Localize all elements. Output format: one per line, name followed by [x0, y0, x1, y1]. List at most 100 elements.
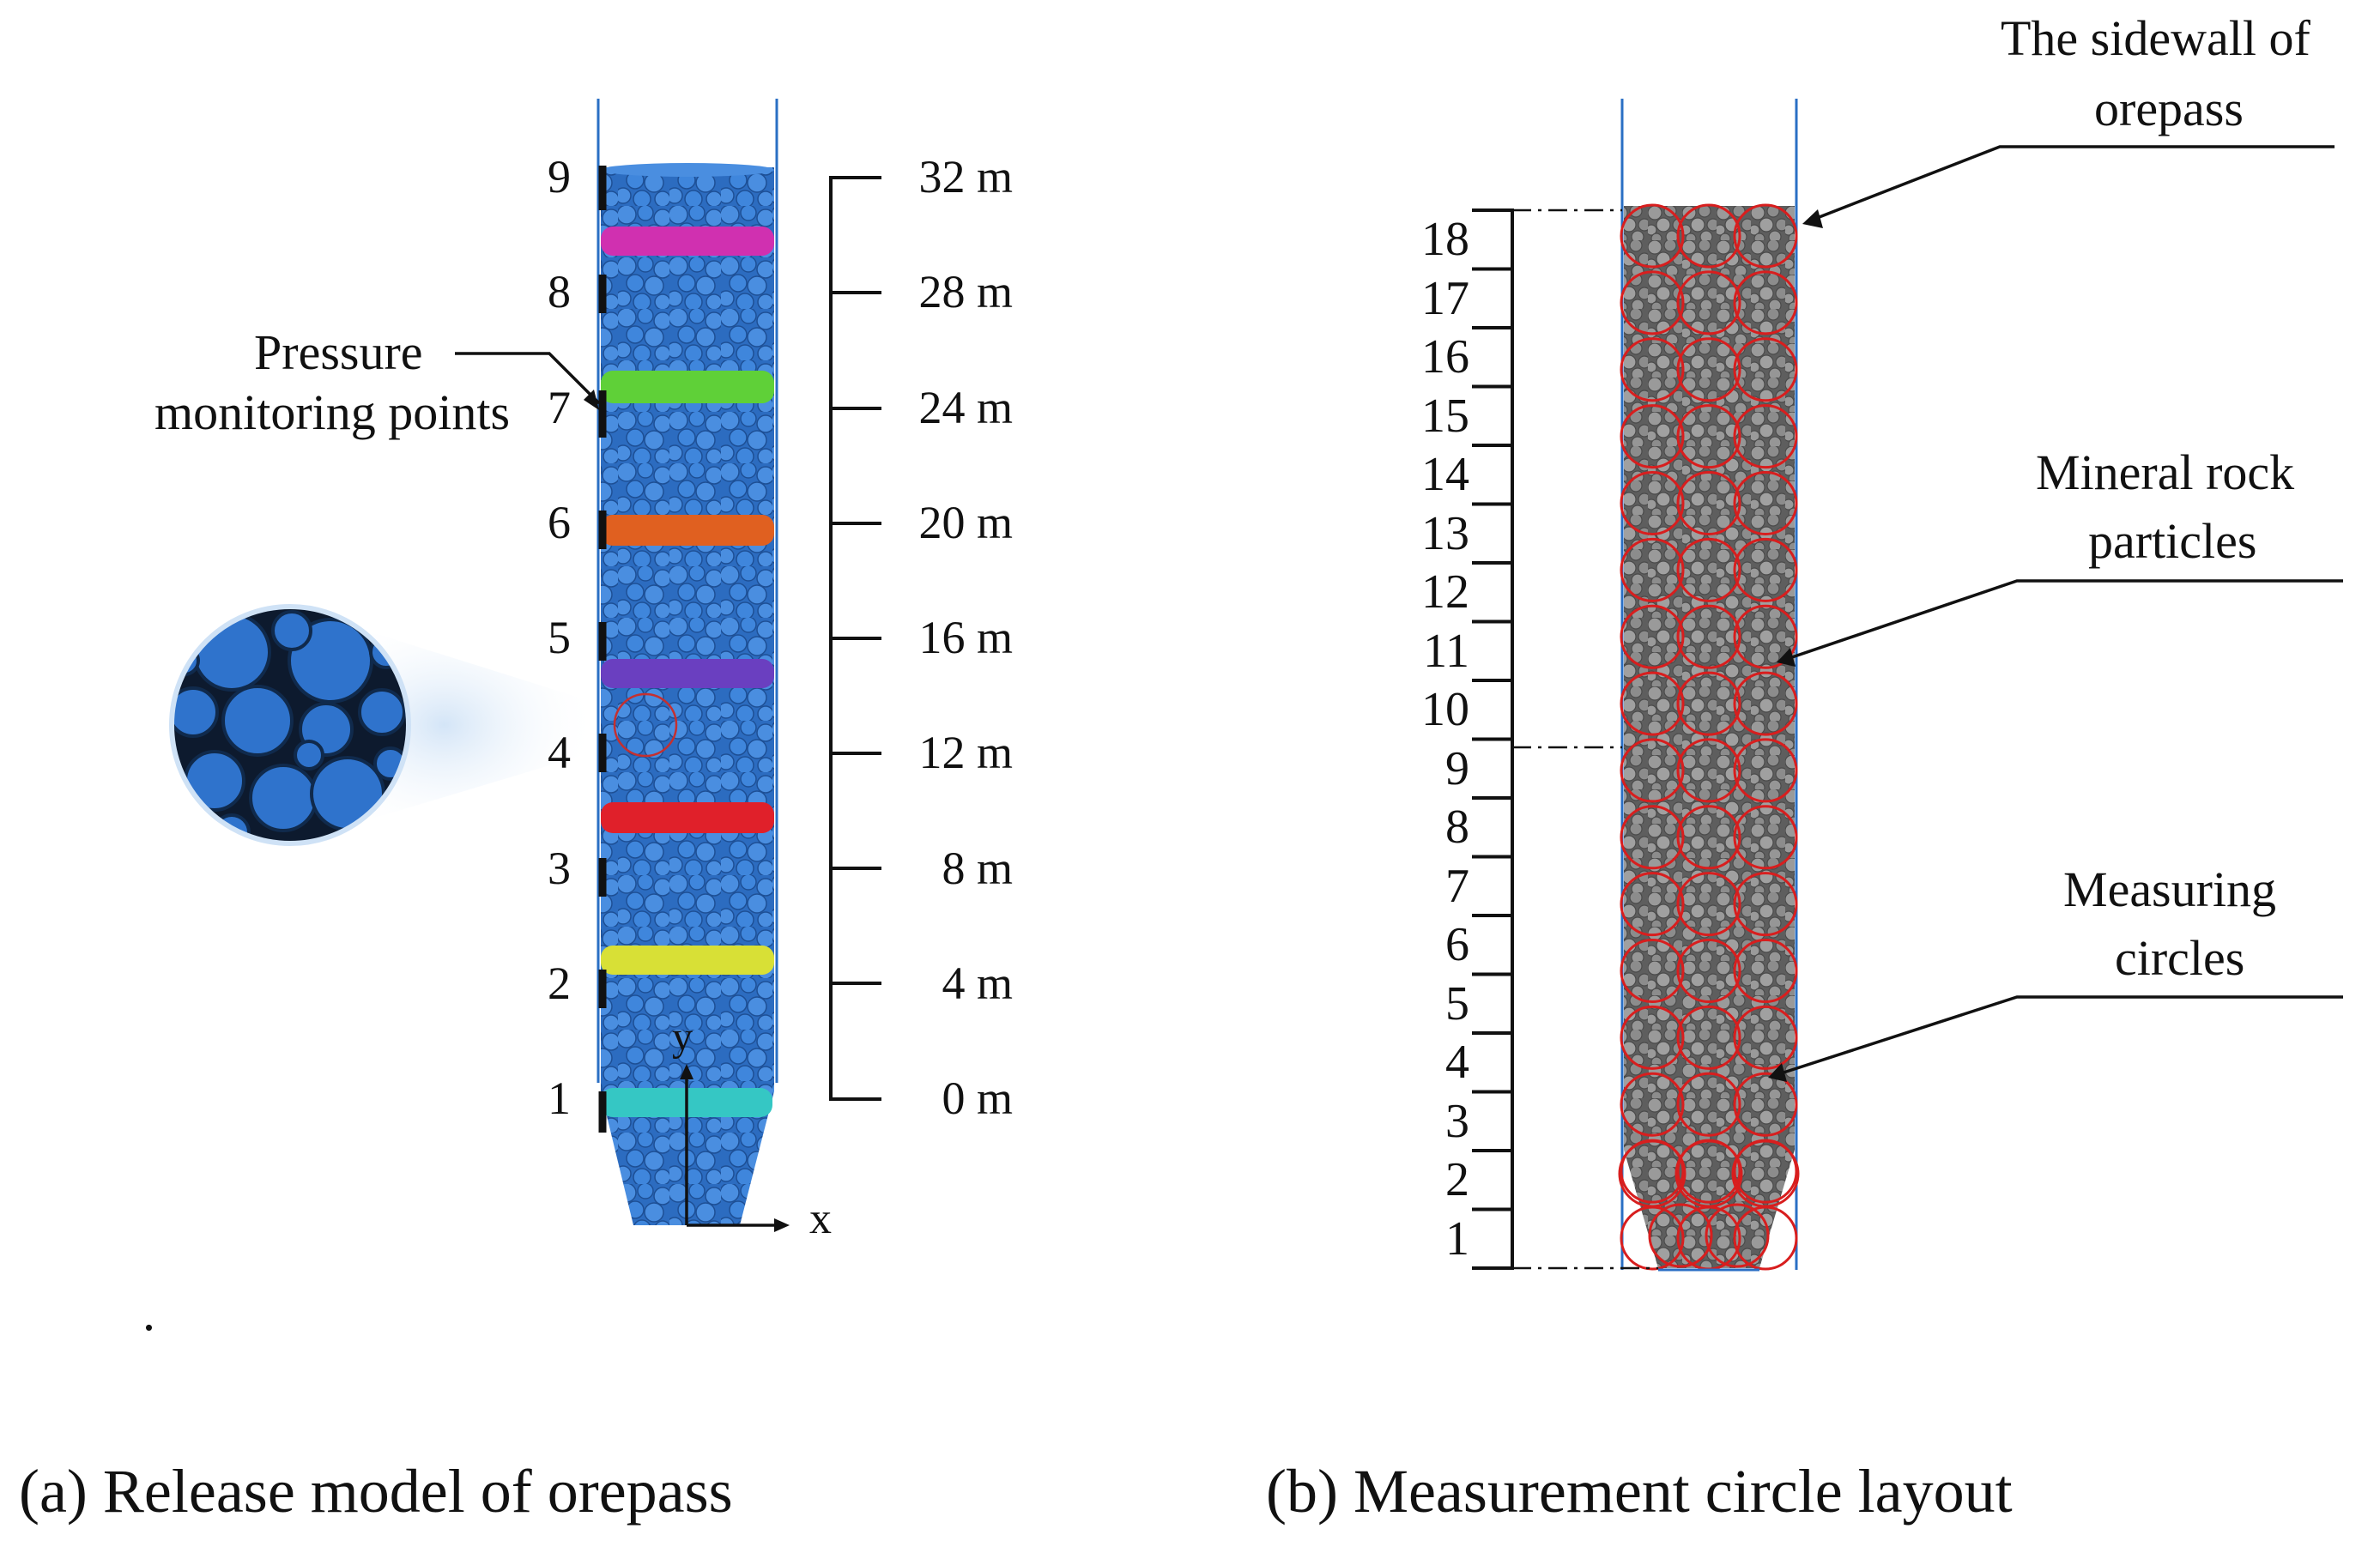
circle-index-bracket: [1472, 208, 1514, 1270]
measuring-circle: [1676, 470, 1741, 535]
marker-band-purple: [601, 659, 774, 688]
monitoring-point-number-5: 5: [548, 612, 571, 663]
measuring-circle: [1733, 805, 1798, 870]
scale-label: 8 m: [942, 842, 1013, 894]
measuring-circle: [1676, 537, 1741, 602]
measuring-circle: [1676, 337, 1741, 402]
y-axis-label: y: [672, 1014, 693, 1060]
circle-index-1: 1: [1445, 1212, 1469, 1266]
monitoring-point-number-7: 7: [548, 381, 571, 433]
measuring-circle: [1676, 203, 1741, 269]
measuring-circle: [1620, 738, 1685, 803]
monitoring-point-number-9: 9: [548, 151, 571, 202]
scale-label: 0 m: [942, 1073, 1013, 1124]
pressure-annotation-line1: Pressure: [254, 324, 423, 380]
x-axis-label: x: [809, 1194, 832, 1243]
circle-index-11: 11: [1423, 624, 1469, 678]
marker-band-magenta: [601, 227, 774, 256]
circles-label-line1: Measuring: [2063, 861, 2277, 917]
circles-label-line2: circles: [2115, 930, 2245, 986]
particles-arrowhead: [1777, 648, 1796, 667]
measuring-circle: [1733, 404, 1798, 469]
circle-index-17: 17: [1421, 271, 1469, 325]
measuring-circle: [1733, 337, 1798, 402]
y-axis-arrowhead: [680, 1064, 693, 1079]
monitoring-point-number-3: 3: [548, 842, 571, 894]
measuring-circle: [1620, 270, 1685, 335]
particle-column-top: [601, 163, 774, 177]
measuring-circle: [1620, 671, 1685, 736]
zoomed-view-border: [169, 604, 411, 846]
monitoring-point-number-6: 6: [548, 496, 571, 548]
scale-label: 4 m: [942, 957, 1013, 1009]
measuring-circle: [1733, 1005, 1798, 1070]
circle-index-7: 7: [1445, 859, 1469, 913]
measuring-circle: [1705, 1203, 1770, 1268]
measuring-circle: [1674, 1139, 1743, 1208]
scale-label: 16 m: [918, 612, 1013, 663]
measuring-circle: [1733, 1072, 1798, 1137]
circle-index-5: 5: [1445, 976, 1469, 1030]
caption-b: (b) Measurement circle layout: [1266, 1457, 2013, 1526]
measuring-circle: [1676, 738, 1741, 803]
panel-b-annotation-leaders: [1777, 145, 2343, 1076]
particles-leader: [1786, 579, 2343, 661]
sample-region-circle: [613, 692, 678, 758]
measuring-circle: [1620, 203, 1685, 269]
circle-index-16: 16: [1421, 330, 1469, 384]
marker-band-green: [601, 371, 774, 403]
measuring-circle: [1676, 805, 1741, 870]
stray-dot: .: [142, 1284, 155, 1341]
height-scale-bar: [829, 176, 881, 1101]
measuring-circle: [1733, 939, 1798, 1004]
circle-index-12: 12: [1421, 565, 1469, 619]
caption-a: (a) Release model of orepass: [19, 1457, 733, 1526]
measuring-circle: [1620, 537, 1685, 602]
marker-band-red: [601, 802, 774, 833]
circles-leader: [1777, 995, 2343, 1076]
measuring-circle: [1733, 604, 1798, 669]
panel-b-measurement-layout: [1472, 99, 2343, 1272]
measuring-circle: [1676, 604, 1741, 669]
circle-index-8: 8: [1445, 801, 1469, 855]
marker-band-orange: [601, 515, 774, 546]
coordinate-axes: [685, 1073, 781, 1227]
circle-index-10: 10: [1421, 683, 1469, 737]
measuring-circle: [1620, 939, 1685, 1004]
circle-index-14: 14: [1421, 448, 1469, 502]
measuring-circle: [1620, 1072, 1685, 1137]
gray-particle-column: [1624, 206, 1795, 1268]
reference-dash-lines: [1512, 208, 1658, 1270]
monitoring-point-number-2: 2: [548, 957, 571, 1009]
measuring-circle: [1620, 604, 1685, 669]
particles-label-line2: particles: [2088, 513, 2257, 569]
circle-index-18: 18: [1421, 213, 1469, 267]
pressure-annotation-leader: [455, 352, 601, 405]
measuring-circle: [1676, 872, 1741, 937]
circles-arrowhead: [1768, 1063, 1787, 1082]
circle-index-4: 4: [1445, 1036, 1469, 1090]
monitoring-point-number-8: 8: [548, 266, 571, 318]
circle-index-6: 6: [1445, 918, 1469, 972]
sidewall-leader: [1812, 145, 2335, 221]
circle-index-15: 15: [1421, 389, 1469, 443]
measuring-circle: [1620, 1005, 1685, 1070]
circle-index-2: 2: [1445, 1153, 1469, 1207]
measuring-circle: [1676, 270, 1741, 335]
measuring-circle: [1618, 1139, 1687, 1208]
pressure-annotation-line2: monitoring points: [154, 384, 511, 440]
circle-index-9: 9: [1445, 741, 1469, 795]
measuring-circle: [1733, 203, 1798, 269]
measuring-circle: [1676, 671, 1741, 736]
marker-band-yellow: [601, 946, 774, 975]
scale-label: 20 m: [918, 496, 1013, 548]
measuring-circle: [1620, 872, 1685, 937]
sidewall-arrowhead: [1802, 209, 1823, 228]
measuring-circle: [1733, 270, 1798, 335]
monitoring-point-number-1: 1: [548, 1073, 571, 1124]
particles-label-line1: Mineral rock: [2036, 444, 2295, 500]
measuring-circle: [1733, 738, 1798, 803]
scale-label: 32 m: [918, 151, 1013, 202]
measuring-circle-grid: [1618, 203, 1800, 1271]
measuring-circle: [1733, 671, 1798, 736]
